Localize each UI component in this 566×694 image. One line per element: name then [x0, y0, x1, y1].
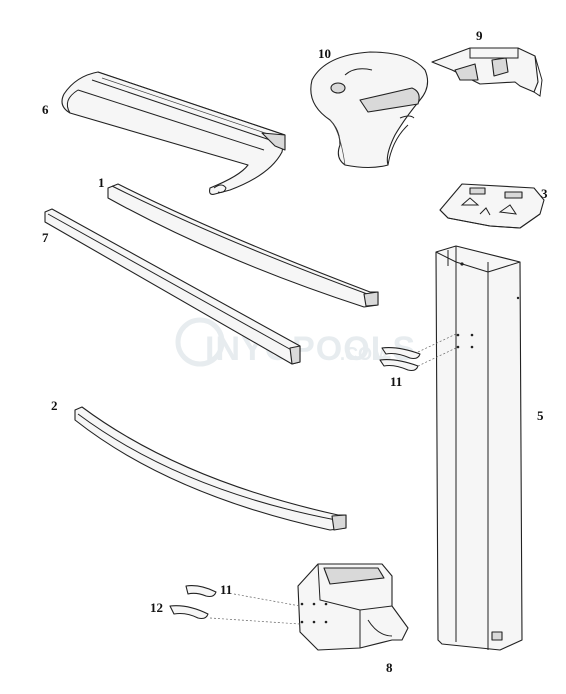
callout-12: 12: [150, 600, 163, 615]
callout-6: 6: [42, 102, 49, 117]
part-11-clips-upper: [379, 333, 457, 372]
part-3-post-cap-plate: [439, 183, 545, 229]
callout-11-lower: 11: [220, 582, 232, 597]
callout-1: 1: [98, 175, 105, 190]
callout-3: 3: [541, 186, 548, 201]
part-7-stabilizer-rail: [44, 208, 301, 365]
callout-5: 5: [537, 408, 544, 423]
part-2-bottom-rail-curved: [74, 406, 347, 531]
callout-7: 7: [42, 230, 49, 245]
part-6-top-rail: [61, 71, 286, 195]
part-10-top-cap: [310, 51, 429, 169]
callout-2: 2: [51, 398, 58, 413]
watermark: INYOPOOLS .COM: [175, 317, 416, 368]
watermark-text: INYOPOOLS: [205, 330, 416, 368]
part-5-upright-post: [435, 245, 523, 651]
callout-9: 9: [476, 28, 483, 43]
part-9-top-cap-base: [431, 47, 543, 97]
part-8-bottom-shoe: [297, 563, 409, 651]
callout-8: 8: [386, 660, 393, 675]
part-12-clip: [169, 605, 301, 625]
callout-11-upper: 11: [390, 374, 402, 389]
callout-10: 10: [318, 46, 331, 61]
part-1-top-rail-curved: [107, 183, 379, 308]
part-11-clip-lower: [185, 585, 301, 607]
watermark-suffix: .COM: [340, 344, 387, 364]
